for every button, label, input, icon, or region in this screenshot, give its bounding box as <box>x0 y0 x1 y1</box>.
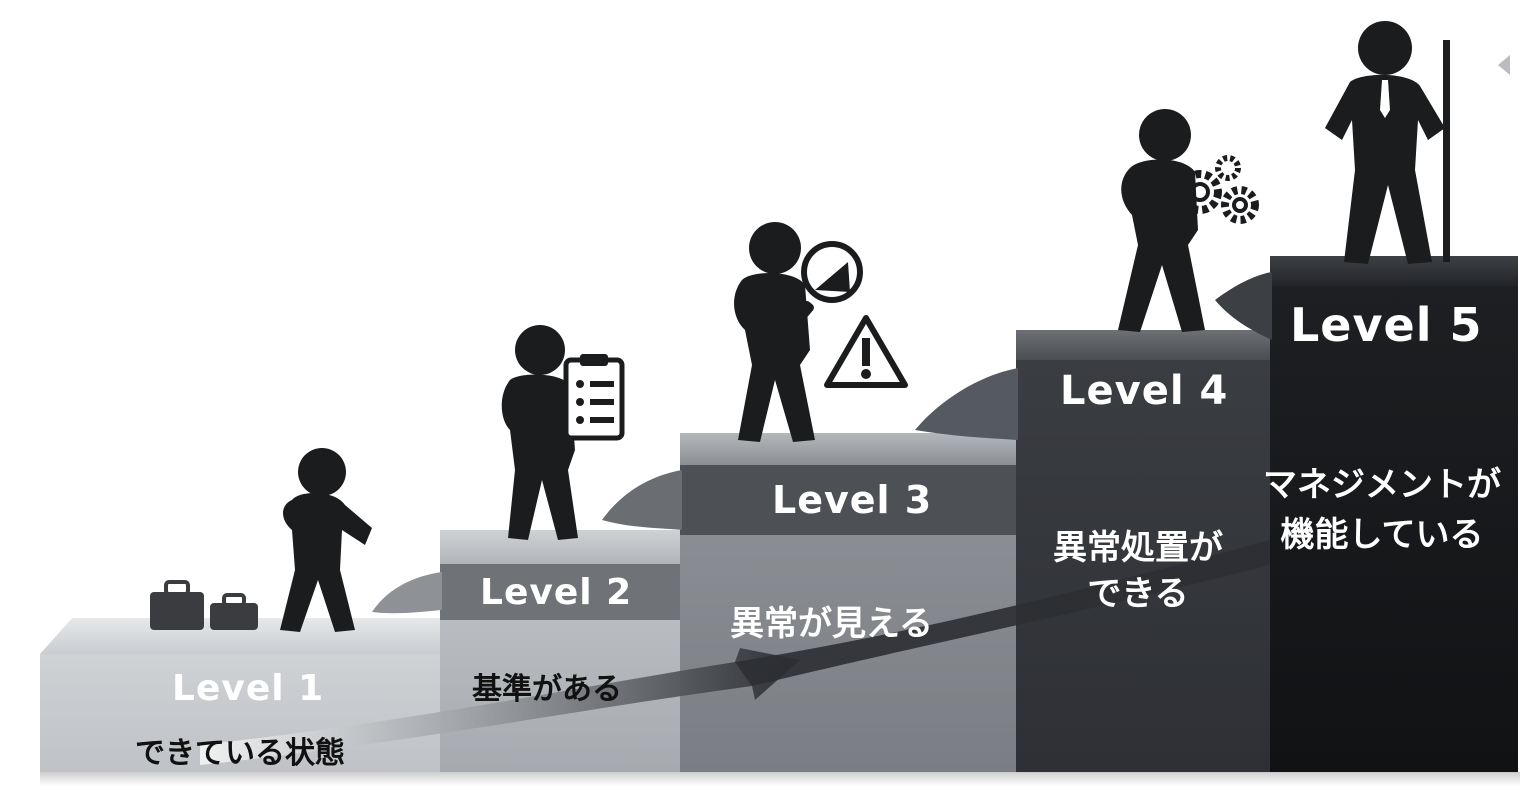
briefcase-icon <box>150 580 258 630</box>
corner-triangle-icon <box>1498 55 1510 75</box>
level-1-description: できている状態 <box>135 736 345 771</box>
curl-decoration <box>1215 272 1272 340</box>
level-5-description: マネジメントが 機能している <box>1262 460 1502 560</box>
clipboard-icon <box>563 354 625 441</box>
floor-shadow <box>40 772 1520 786</box>
curl-decoration <box>372 572 442 614</box>
level-5-label: Level 5 <box>1290 298 1483 352</box>
level-5-description-line-1: マネジメントが <box>1263 465 1501 505</box>
level-5-description-line-2: 機能している <box>1280 515 1484 555</box>
figure-level-5 <box>1325 21 1445 264</box>
level-2-description: 基準がある <box>472 672 622 707</box>
growth-arrow <box>200 648 800 765</box>
level-4-description: 異常処置が できる <box>1038 525 1238 617</box>
step-level-3 <box>680 433 1018 773</box>
warning-icon <box>824 315 908 388</box>
level-4-description-line-1: 異常処置が <box>1053 528 1223 568</box>
flag-pole-icon <box>1443 40 1450 262</box>
gears-icon <box>1178 155 1259 224</box>
level-1-label: Level 1 <box>172 668 325 709</box>
curl-decoration <box>602 470 682 530</box>
figure-level-4 <box>1118 109 1205 332</box>
step-level-5 <box>1270 256 1518 773</box>
level-2-label: Level 2 <box>480 572 633 613</box>
curl-decoration <box>915 368 1018 440</box>
level-3-description: 異常が見える <box>730 604 933 644</box>
figure-level-1 <box>280 448 372 632</box>
figure-level-2 <box>501 325 578 540</box>
level-4-description-line-2: できる <box>1087 574 1189 614</box>
level-4-label: Level 4 <box>1060 368 1229 414</box>
magnifier-icon <box>790 241 863 327</box>
growth-arrow-upper <box>735 540 1270 686</box>
figure-level-3 <box>734 222 815 442</box>
level-3-label: Level 3 <box>772 478 933 522</box>
